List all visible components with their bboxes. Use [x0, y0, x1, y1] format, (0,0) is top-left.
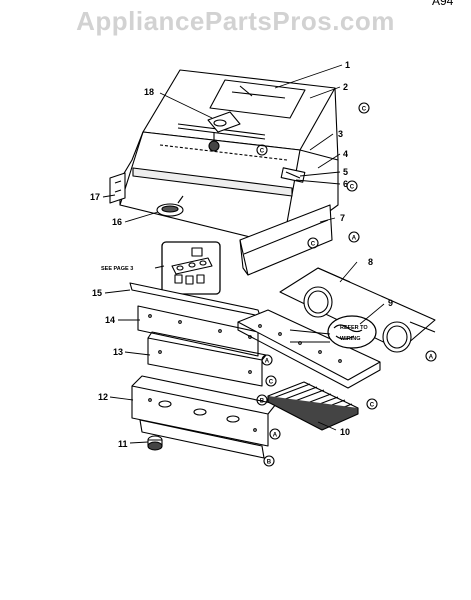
- callout-14: 14: [105, 315, 115, 325]
- circle-a-3: A: [273, 432, 278, 438]
- circle-c-2: C: [260, 148, 265, 154]
- wiring-note-line-2: WIRING: [340, 336, 360, 342]
- callout-4: 4: [343, 149, 348, 159]
- callout-1: 1: [345, 60, 350, 70]
- side-panel-right: [239, 204, 333, 276]
- circle-c-5: C: [269, 379, 274, 385]
- circle-b-1: B: [260, 398, 265, 404]
- watermark: AppliancePartsPros.com: [76, 6, 395, 36]
- circle-c-3: C: [350, 184, 355, 190]
- fan-bracket: [207, 111, 241, 152]
- circle-a-1: A: [352, 235, 357, 241]
- wiring-note-line-1: REFER TO: [340, 325, 368, 331]
- circle-a-4: A: [429, 354, 434, 360]
- corner-mark: A94: [432, 0, 454, 8]
- callout-12: 12: [98, 392, 108, 402]
- see-page-note: SEE PAGE 3: [101, 266, 133, 272]
- callout-6: 6: [343, 179, 348, 189]
- panel-12: [131, 375, 277, 447]
- callout-18: 18: [144, 87, 154, 97]
- callout-13: 13: [113, 347, 123, 357]
- callout-17: 17: [90, 192, 100, 202]
- panel-13: [147, 331, 267, 387]
- callout-15: 15: [92, 288, 102, 298]
- leader-lines: [102, 64, 385, 444]
- callout-10: 10: [340, 427, 350, 437]
- circle-b-2: B: [267, 459, 272, 465]
- circle-c-1: C: [362, 106, 367, 112]
- callout-9: 9: [388, 298, 393, 308]
- circle-c-4: C: [311, 241, 316, 247]
- blower-housing: [279, 267, 436, 353]
- panel-14: [137, 305, 259, 357]
- callout-numbers: 1 2 3 4 5 6 7 8 9 10 11 12 13 14 15 16 1…: [90, 60, 393, 449]
- callout-5: 5: [343, 167, 348, 177]
- callout-8: 8: [368, 257, 373, 267]
- switch-component-inset: [161, 241, 221, 295]
- callout-2: 2: [343, 82, 348, 92]
- callout-16: 16: [112, 217, 122, 227]
- callout-3: 3: [338, 129, 343, 139]
- hood-body: [119, 69, 339, 246]
- side-bracket-left: [109, 172, 126, 204]
- callout-7: 7: [340, 213, 345, 223]
- letter-circles: C C C C A A C B A B C A: [256, 102, 437, 467]
- wiring-tray: [237, 309, 381, 389]
- callout-11: 11: [118, 439, 128, 449]
- circle-a-2: A: [265, 358, 270, 364]
- grease-filter: [267, 381, 359, 431]
- bottom-channel: [139, 419, 265, 459]
- lamp-socket: [156, 195, 184, 217]
- circle-c-6: C: [370, 402, 375, 408]
- knob-11: [147, 435, 163, 451]
